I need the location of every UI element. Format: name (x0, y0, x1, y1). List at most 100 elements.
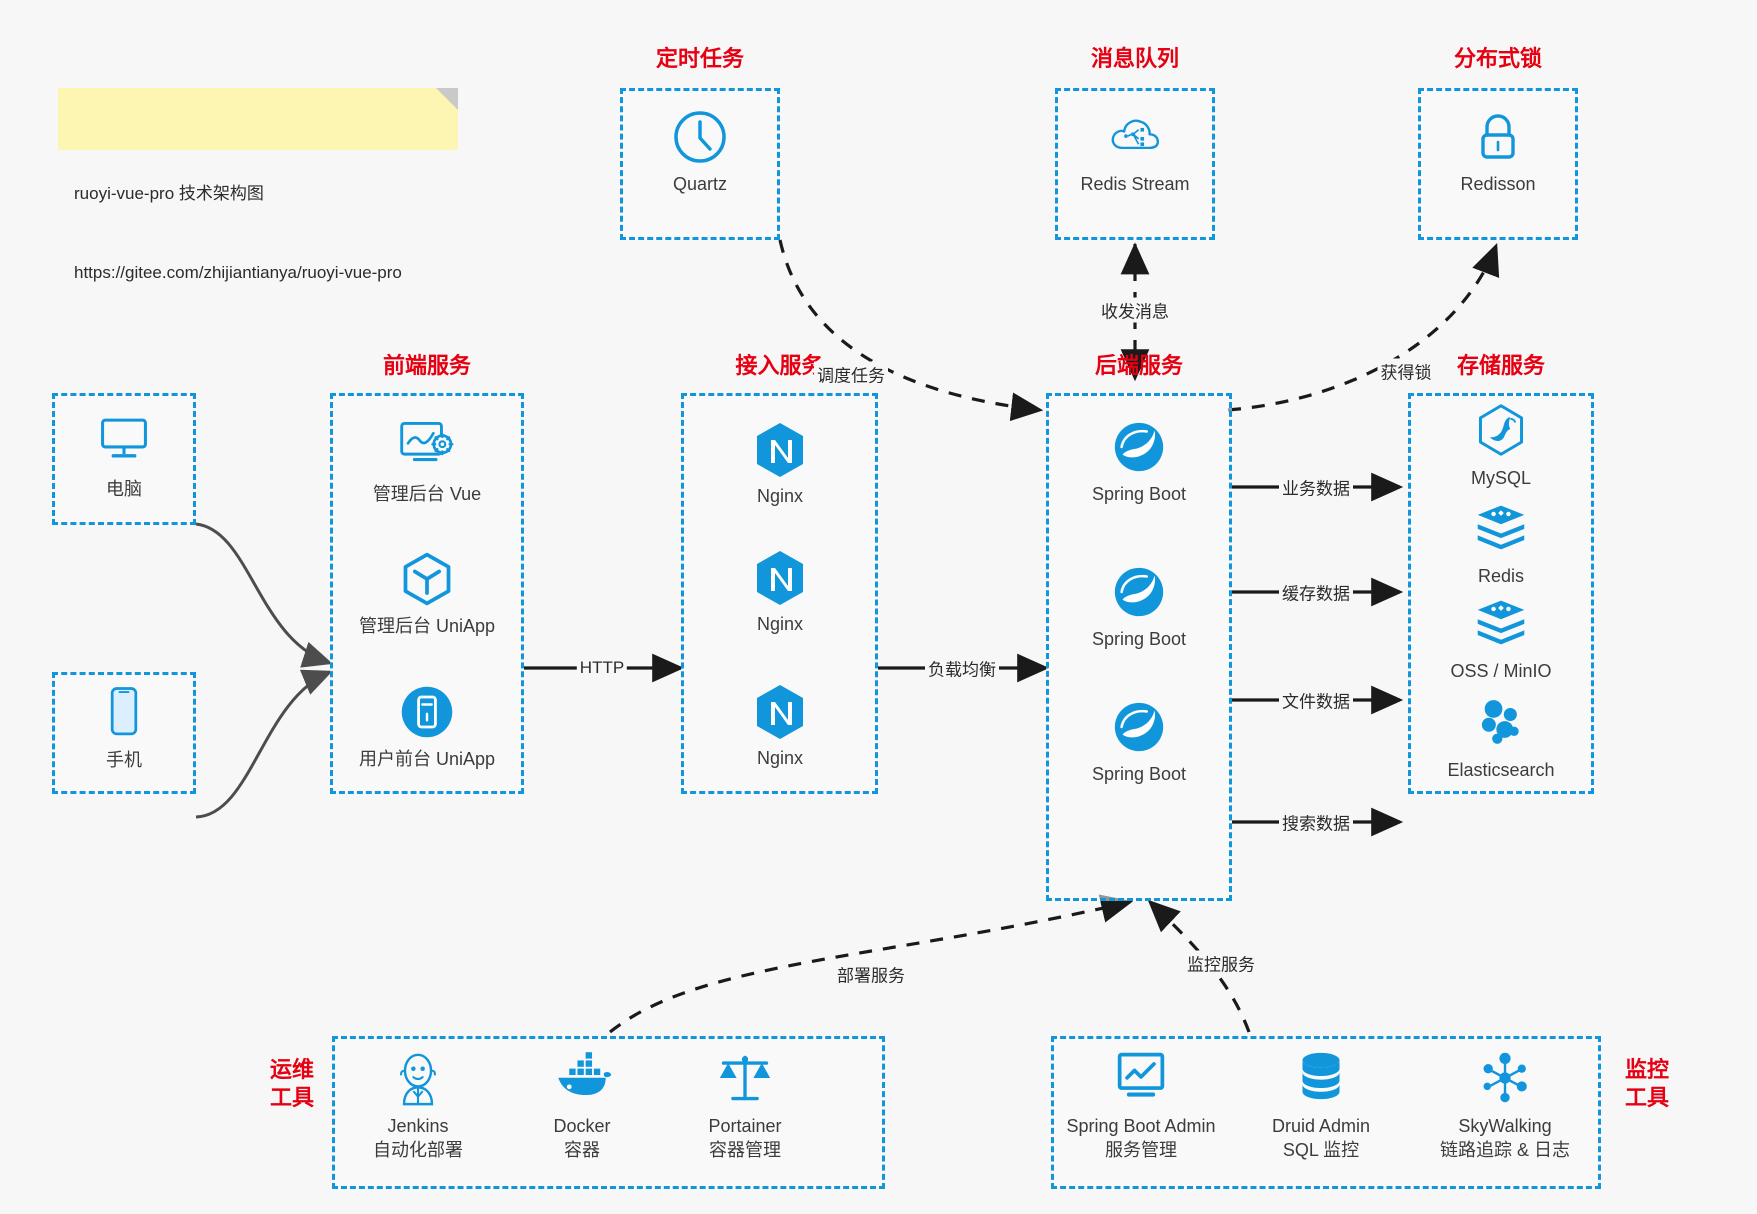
node-sublabel: SQL 监控 (1282, 1140, 1360, 1161)
storage-stack-icon (1426, 595, 1576, 653)
monitor-icon (49, 413, 199, 471)
node-oss-minio[interactable]: OSS / MinIO (1426, 595, 1576, 683)
node-jenkins[interactable]: Jenkins 自动化部署 (343, 1050, 493, 1163)
spring-leaf-icon (1064, 563, 1214, 621)
edge-label-search-data: 搜索数据 (1279, 809, 1353, 835)
node-label: Portainer (708, 1116, 782, 1136)
mobile-round-icon (352, 683, 502, 741)
node-label: 用户前台 UniApp (358, 749, 496, 769)
dashboard-gear-icon (352, 418, 502, 476)
node-label: Jenkins (387, 1116, 449, 1136)
note-fold-corner (436, 88, 458, 110)
nginx-icon (705, 682, 855, 740)
lock-icon (1423, 108, 1573, 166)
group-box-distributed-lock (1418, 88, 1578, 240)
node-label: Elasticsearch (1447, 760, 1555, 780)
node-label: Nginx (756, 486, 804, 506)
redis-stack-icon (1426, 500, 1576, 558)
group-title-backend-service: 后端服务 (1094, 353, 1183, 378)
node-portainer[interactable]: Portainer 容器管理 (670, 1050, 820, 1163)
edge-label-cache-data: 缓存数据 (1279, 579, 1353, 605)
node-nginx-1[interactable]: Nginx (705, 420, 855, 508)
node-sublabel: 容器 (564, 1140, 600, 1161)
group-box-message-queue (1055, 88, 1215, 240)
node-redis[interactable]: Redis (1426, 500, 1576, 588)
edge-label-deploy-service: 部署服务 (834, 961, 908, 987)
node-redisson[interactable]: Redisson (1423, 108, 1573, 196)
spring-leaf-icon (1064, 698, 1214, 756)
node-spring-boot-admin[interactable]: Spring Boot Admin 服务管理 (1066, 1050, 1216, 1163)
network-nodes-icon (1415, 1050, 1595, 1108)
edge-label-acquire-lock: 获得锁 (1377, 358, 1435, 384)
node-label: OSS / MinIO (1450, 661, 1552, 681)
node-label: Spring Boot Admin (1066, 1116, 1216, 1136)
node-label: Nginx (756, 748, 804, 768)
node-quartz[interactable]: Quartz (625, 108, 775, 196)
node-sublabel: 链路追踪 & 日志 (1439, 1140, 1570, 1161)
nginx-icon (705, 548, 855, 606)
edge-label-file-data: 文件数据 (1279, 687, 1353, 713)
node-sublabel: 容器管理 (709, 1140, 781, 1161)
node-user-uniapp[interactable]: 用户前台 UniApp (352, 683, 502, 771)
node-spring-boot-2[interactable]: Spring Boot (1064, 563, 1214, 651)
node-label: Redisson (1460, 174, 1536, 194)
node-label: Spring Boot (1091, 484, 1187, 504)
edge-label-load-balance: 负载均衡 (925, 655, 999, 681)
node-docker[interactable]: Docker 容器 (507, 1050, 657, 1163)
node-label: Docker (553, 1116, 611, 1136)
node-druid-admin[interactable]: Druid Admin SQL 监控 (1246, 1050, 1396, 1163)
cloud-stream-icon (1060, 108, 1210, 166)
node-admin-uniapp[interactable]: 管理后台 UniApp (352, 550, 502, 638)
group-title-message-queue: 消息队列 (1090, 46, 1179, 71)
elasticsearch-icon (1426, 694, 1576, 752)
database-icon (1246, 1050, 1396, 1108)
node-spring-boot-3[interactable]: Spring Boot (1064, 698, 1214, 786)
mysql-dolphin-icon (1426, 402, 1576, 460)
node-label: 电脑 (106, 479, 142, 499)
note-line-2: https://gitee.com/zhijiantianya/ruoyi-vu… (74, 263, 402, 283)
group-title-storage-service: 存储服务 (1456, 353, 1545, 378)
group-title-devops-tools: 运维 工具 (269, 1057, 314, 1110)
edge-label-http: HTTP (576, 658, 628, 678)
node-nginx-3[interactable]: Nginx (705, 682, 855, 770)
edge-label-schedule-task: 调度任务 (814, 361, 888, 387)
node-label: Redis Stream (1080, 174, 1190, 194)
group-title-monitor-tools: 监控 工具 (1624, 1057, 1669, 1110)
note-line-1: ruoyi-vue-pro 技术架构图 (74, 184, 264, 204)
group-box-backend-service (1046, 393, 1232, 901)
spring-leaf-icon (1064, 418, 1214, 476)
node-phone[interactable]: 手机 (49, 684, 199, 772)
monitor-chart-icon (1066, 1050, 1216, 1108)
node-sublabel: 自动化部署 (373, 1140, 463, 1161)
edge-label-business-data: 业务数据 (1279, 474, 1353, 500)
node-label: SkyWalking (1458, 1116, 1552, 1136)
scales-icon (670, 1050, 820, 1108)
jenkins-butler-icon (343, 1050, 493, 1108)
node-skywalking[interactable]: SkyWalking 链路追踪 & 日志 (1415, 1050, 1595, 1163)
group-title-access-service: 接入服务 (735, 353, 824, 378)
smartphone-icon (49, 684, 199, 742)
group-title-distributed-lock: 分布式锁 (1453, 46, 1542, 71)
node-label: 管理后台 Vue (372, 484, 482, 504)
node-label: Spring Boot (1091, 764, 1187, 784)
cube-icon (352, 550, 502, 608)
node-computer[interactable]: 电脑 (49, 413, 199, 501)
edge-label-monitor-service: 监控服务 (1184, 950, 1258, 976)
group-title-frontend-service: 前端服务 (382, 353, 471, 378)
node-admin-vue[interactable]: 管理后台 Vue (352, 418, 502, 506)
clock-icon (625, 108, 775, 166)
edge-label-send-receive-message: 收发消息 (1098, 297, 1172, 323)
node-elasticsearch[interactable]: Elasticsearch (1426, 694, 1576, 782)
node-label: MySQL (1470, 468, 1531, 488)
node-mysql[interactable]: MySQL (1426, 402, 1576, 490)
node-nginx-2[interactable]: Nginx (705, 548, 855, 636)
node-label: Druid Admin (1271, 1116, 1371, 1136)
group-box-computer (52, 393, 196, 525)
node-spring-boot-1[interactable]: Spring Boot (1064, 418, 1214, 506)
node-redis-stream[interactable]: Redis Stream (1060, 108, 1210, 196)
group-title-scheduled-task: 定时任务 (655, 46, 744, 71)
group-box-devops-tools (332, 1036, 885, 1189)
docker-whale-icon (507, 1050, 657, 1108)
node-label: Quartz (672, 174, 728, 194)
